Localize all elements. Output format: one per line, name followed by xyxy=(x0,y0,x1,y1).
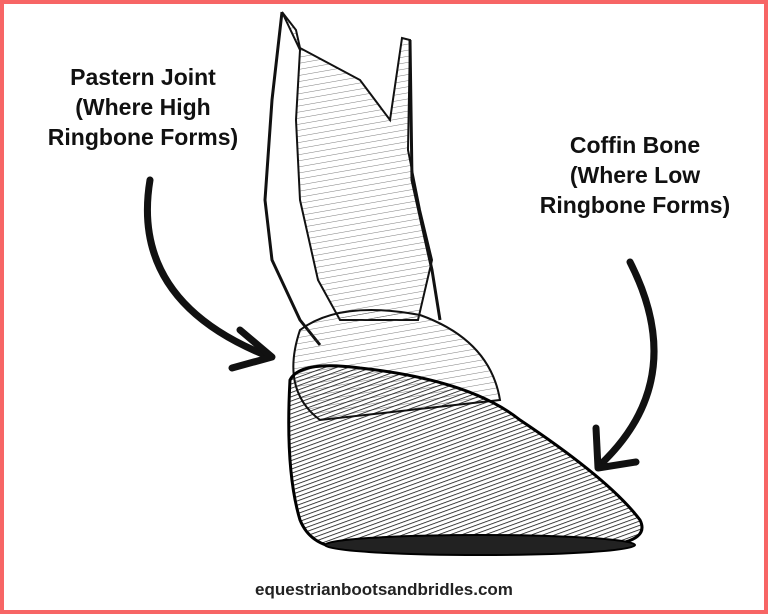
pastern-joint-label: Pastern Joint (Where High Ringbone Forms… xyxy=(28,62,258,152)
hoof-sole xyxy=(324,534,636,556)
label-line: Ringbone Forms) xyxy=(539,192,731,218)
coffin-bone-label: Coffin Bone (Where Low Ringbone Forms) xyxy=(520,130,750,220)
label-line: (Where High xyxy=(75,94,211,120)
arrow-right-icon xyxy=(592,258,658,472)
arrow-left-icon xyxy=(143,176,276,372)
label-line: Coffin Bone xyxy=(569,132,701,158)
label-line: Ringbone Forms) xyxy=(47,124,239,150)
label-line: (Where Low xyxy=(569,162,701,188)
website-footer: equestrianbootsandbridles.com xyxy=(255,580,513,599)
hoof-wall xyxy=(287,364,644,550)
label-line: Pastern Joint xyxy=(70,64,216,90)
